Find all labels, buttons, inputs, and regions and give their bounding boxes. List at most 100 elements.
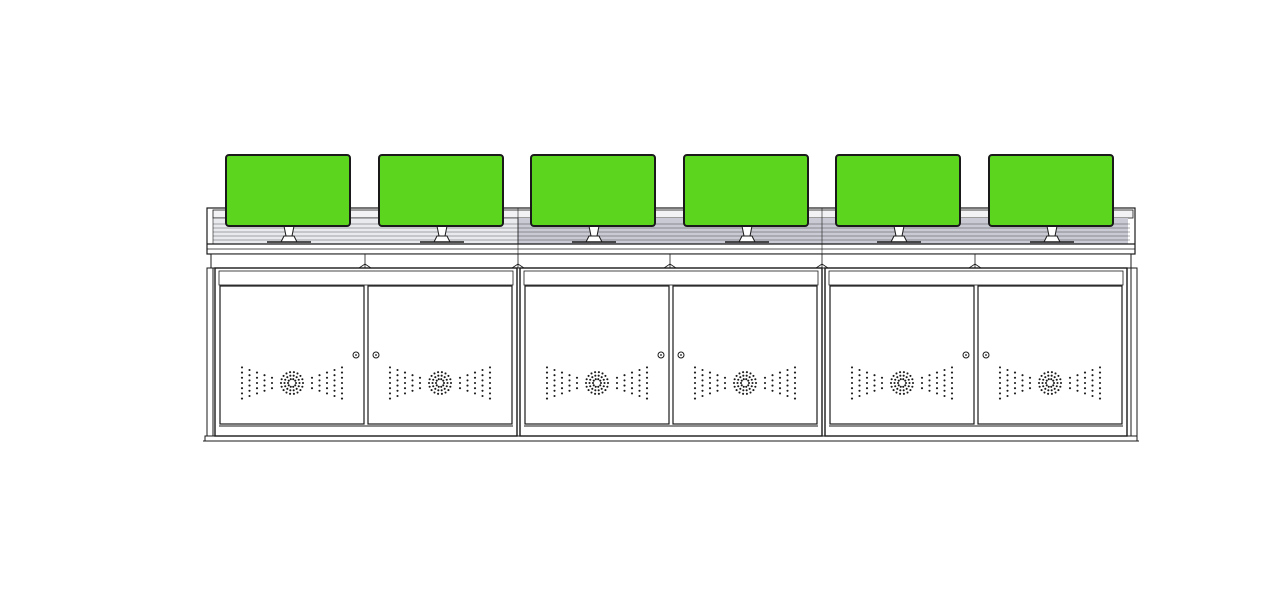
vent-dot [340, 371, 344, 374]
vent-dot [902, 378, 905, 381]
vent-dot [473, 392, 477, 395]
vent-dot [858, 374, 861, 377]
vent-dot [340, 392, 344, 395]
vent-dot [928, 374, 931, 377]
vent-dot [786, 384, 789, 387]
vent-dot [604, 389, 607, 392]
vent-dot [403, 381, 407, 385]
vent-dot [283, 381, 286, 385]
vent-dot [763, 387, 767, 390]
vent-dot [623, 379, 626, 382]
vent-dot [435, 384, 438, 387]
vent-dot [437, 378, 440, 381]
vent-dot [458, 376, 462, 379]
vent-dot [943, 379, 946, 382]
vent-dot [1052, 381, 1056, 385]
vent-dot [733, 385, 736, 388]
vent-dot [1038, 378, 1041, 381]
vent-dot [1054, 391, 1057, 394]
vent-dot [1053, 387, 1056, 390]
vent-dot [736, 381, 739, 385]
door-knob-center [965, 354, 967, 356]
vent-dot [433, 372, 436, 375]
vent-dot [292, 392, 295, 395]
vent-dot [1044, 376, 1047, 379]
vent-dot [1047, 371, 1050, 374]
vent-dot [880, 387, 884, 390]
monitor-stand-icon [741, 225, 753, 237]
vent-dot [750, 385, 753, 388]
vent-dot [1055, 385, 1058, 388]
vent-dot [858, 394, 861, 398]
vent-dot [442, 384, 445, 387]
vent-dot [865, 371, 869, 374]
vent-dot [590, 372, 593, 375]
vent-dot [742, 378, 745, 381]
vent-dot [284, 378, 287, 381]
vent-dot [488, 371, 492, 374]
vent-dot [1052, 384, 1055, 387]
vent-dot [299, 374, 302, 377]
vent-dot [793, 397, 797, 400]
vent-dot [488, 381, 492, 385]
vent-dot [440, 371, 443, 374]
vent-dot [701, 384, 704, 387]
vent-dot [899, 371, 902, 374]
vent-dot [1098, 371, 1102, 374]
vent-dot [289, 392, 292, 395]
cabinet-section-2 [519, 267, 823, 437]
desk-front-rail [210, 253, 1132, 269]
vent-dot [645, 397, 649, 400]
vent-dot [286, 381, 290, 385]
vent-dot [778, 387, 782, 390]
door-knob-center [680, 354, 682, 356]
vent-dot [599, 384, 602, 387]
vent-dot [889, 381, 893, 385]
vent-dot [890, 385, 893, 388]
vent-dot [880, 376, 884, 379]
vent-dot [778, 392, 782, 395]
vent-dot [466, 374, 469, 377]
vent-dot [584, 381, 588, 385]
vent-dot [793, 366, 797, 369]
vent-dot [600, 376, 603, 379]
vent-dot [447, 389, 450, 392]
vent-dot [935, 381, 939, 385]
cabinet-door [672, 285, 818, 425]
vent-dot [623, 384, 626, 387]
vent-dot [1021, 374, 1024, 377]
vent-dot [1054, 372, 1057, 375]
vent-dot [545, 366, 549, 369]
vent-dot [793, 387, 797, 390]
vent-dot [1047, 378, 1050, 381]
vent-dot [638, 374, 641, 377]
vent-dot [248, 379, 251, 382]
cabinet-top-strip [828, 270, 1124, 286]
vent-dot [488, 387, 492, 390]
vent-dot [896, 376, 899, 379]
vent-dot [737, 385, 740, 388]
vent-dot [594, 374, 597, 377]
vent-dot [292, 389, 295, 392]
vent-dot [447, 374, 450, 377]
vent-dot [850, 387, 854, 390]
vent-dot [473, 387, 477, 390]
vent-dot [279, 381, 283, 385]
vent-dot [630, 376, 634, 379]
vent-dot [908, 381, 911, 385]
monitor-stand-icon [1046, 225, 1058, 237]
vent-dot [850, 371, 854, 374]
vent-dot [850, 366, 854, 369]
vent-dot [418, 376, 422, 379]
vent-dot [701, 368, 704, 372]
cabinet-section-1 [214, 267, 518, 437]
vent-dot [440, 392, 443, 395]
vent-dot [638, 379, 641, 382]
vent-dot [545, 376, 549, 379]
vent-dot [708, 376, 712, 379]
vent-dot [604, 374, 607, 377]
door-knob-center [985, 354, 987, 356]
vent-dot [763, 376, 767, 379]
vent-dot [754, 385, 757, 388]
cabinet-top-strip [523, 270, 819, 286]
